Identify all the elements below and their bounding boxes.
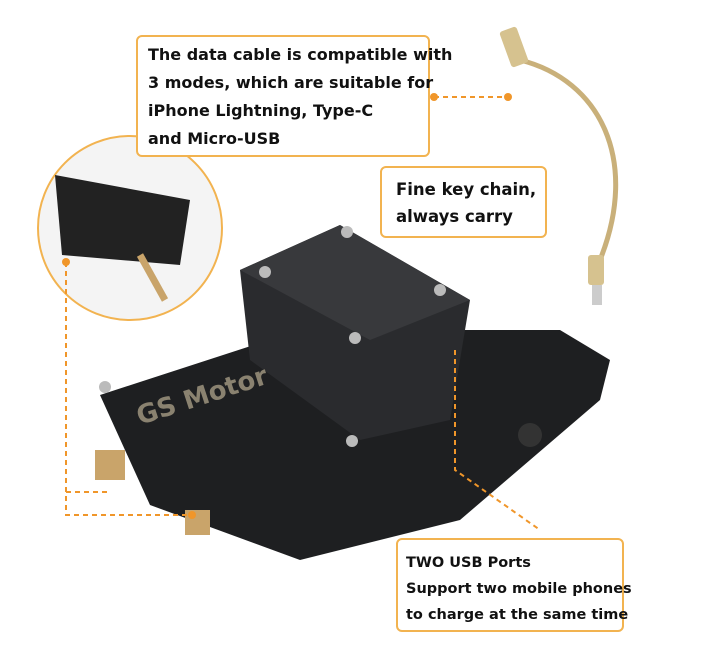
callout-line: to charge at the same time: [406, 607, 629, 623]
phone-closeup: [37, 135, 223, 321]
callout-line: 3 modes, which are suitable for: [148, 73, 434, 92]
cable-image: [499, 26, 619, 305]
callout-line: and Micro-USB: [148, 129, 281, 148]
device-image: GS Motor: [95, 225, 610, 560]
callout-line: always carry: [396, 207, 513, 226]
callout-line: TWO USB Ports: [406, 555, 531, 571]
usb-ports-callout: TWO USB Ports Support two mobile phones …: [396, 538, 632, 632]
keychain-callout: Fine key chain, always carry: [380, 166, 547, 238]
callout-line: Support two mobile phones: [406, 581, 632, 597]
callout-line: The data cable is compatible with: [148, 45, 453, 64]
cable-compatibility-callout: The data cable is compatible with 3 mode…: [136, 35, 453, 157]
leader-lines: [65, 96, 541, 531]
callout-line: Fine key chain,: [396, 180, 537, 199]
callout-line: iPhone Lightning, Type-C: [148, 101, 374, 120]
